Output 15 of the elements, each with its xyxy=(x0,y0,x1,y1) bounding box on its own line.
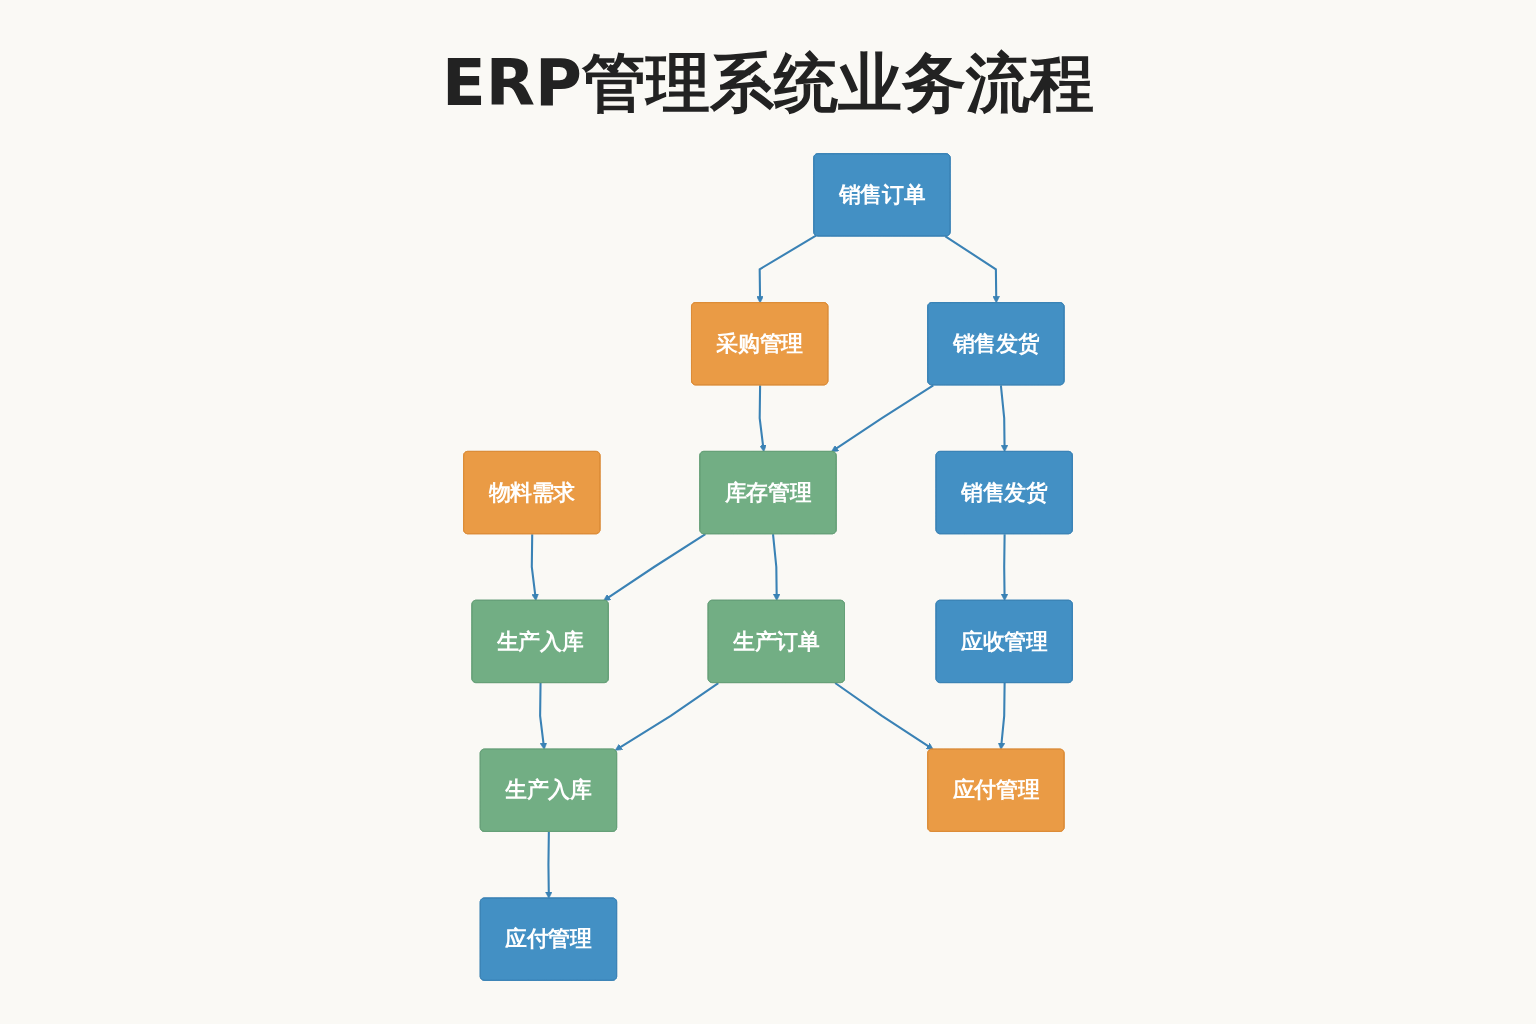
arrow xyxy=(944,235,1000,304)
arrow xyxy=(758,385,767,453)
arrow xyxy=(1000,534,1009,601)
diagram-title: ERP管理系统业务流程 xyxy=(442,45,1094,122)
arrow xyxy=(831,384,934,453)
arrow xyxy=(614,682,719,751)
arrow xyxy=(834,682,934,750)
arrow xyxy=(530,534,539,601)
arrow xyxy=(603,533,706,601)
arrow xyxy=(772,534,781,601)
arrow xyxy=(545,831,553,899)
arrow xyxy=(539,683,548,750)
arrow xyxy=(997,683,1006,750)
arrow xyxy=(999,385,1009,453)
arrow xyxy=(756,234,817,304)
